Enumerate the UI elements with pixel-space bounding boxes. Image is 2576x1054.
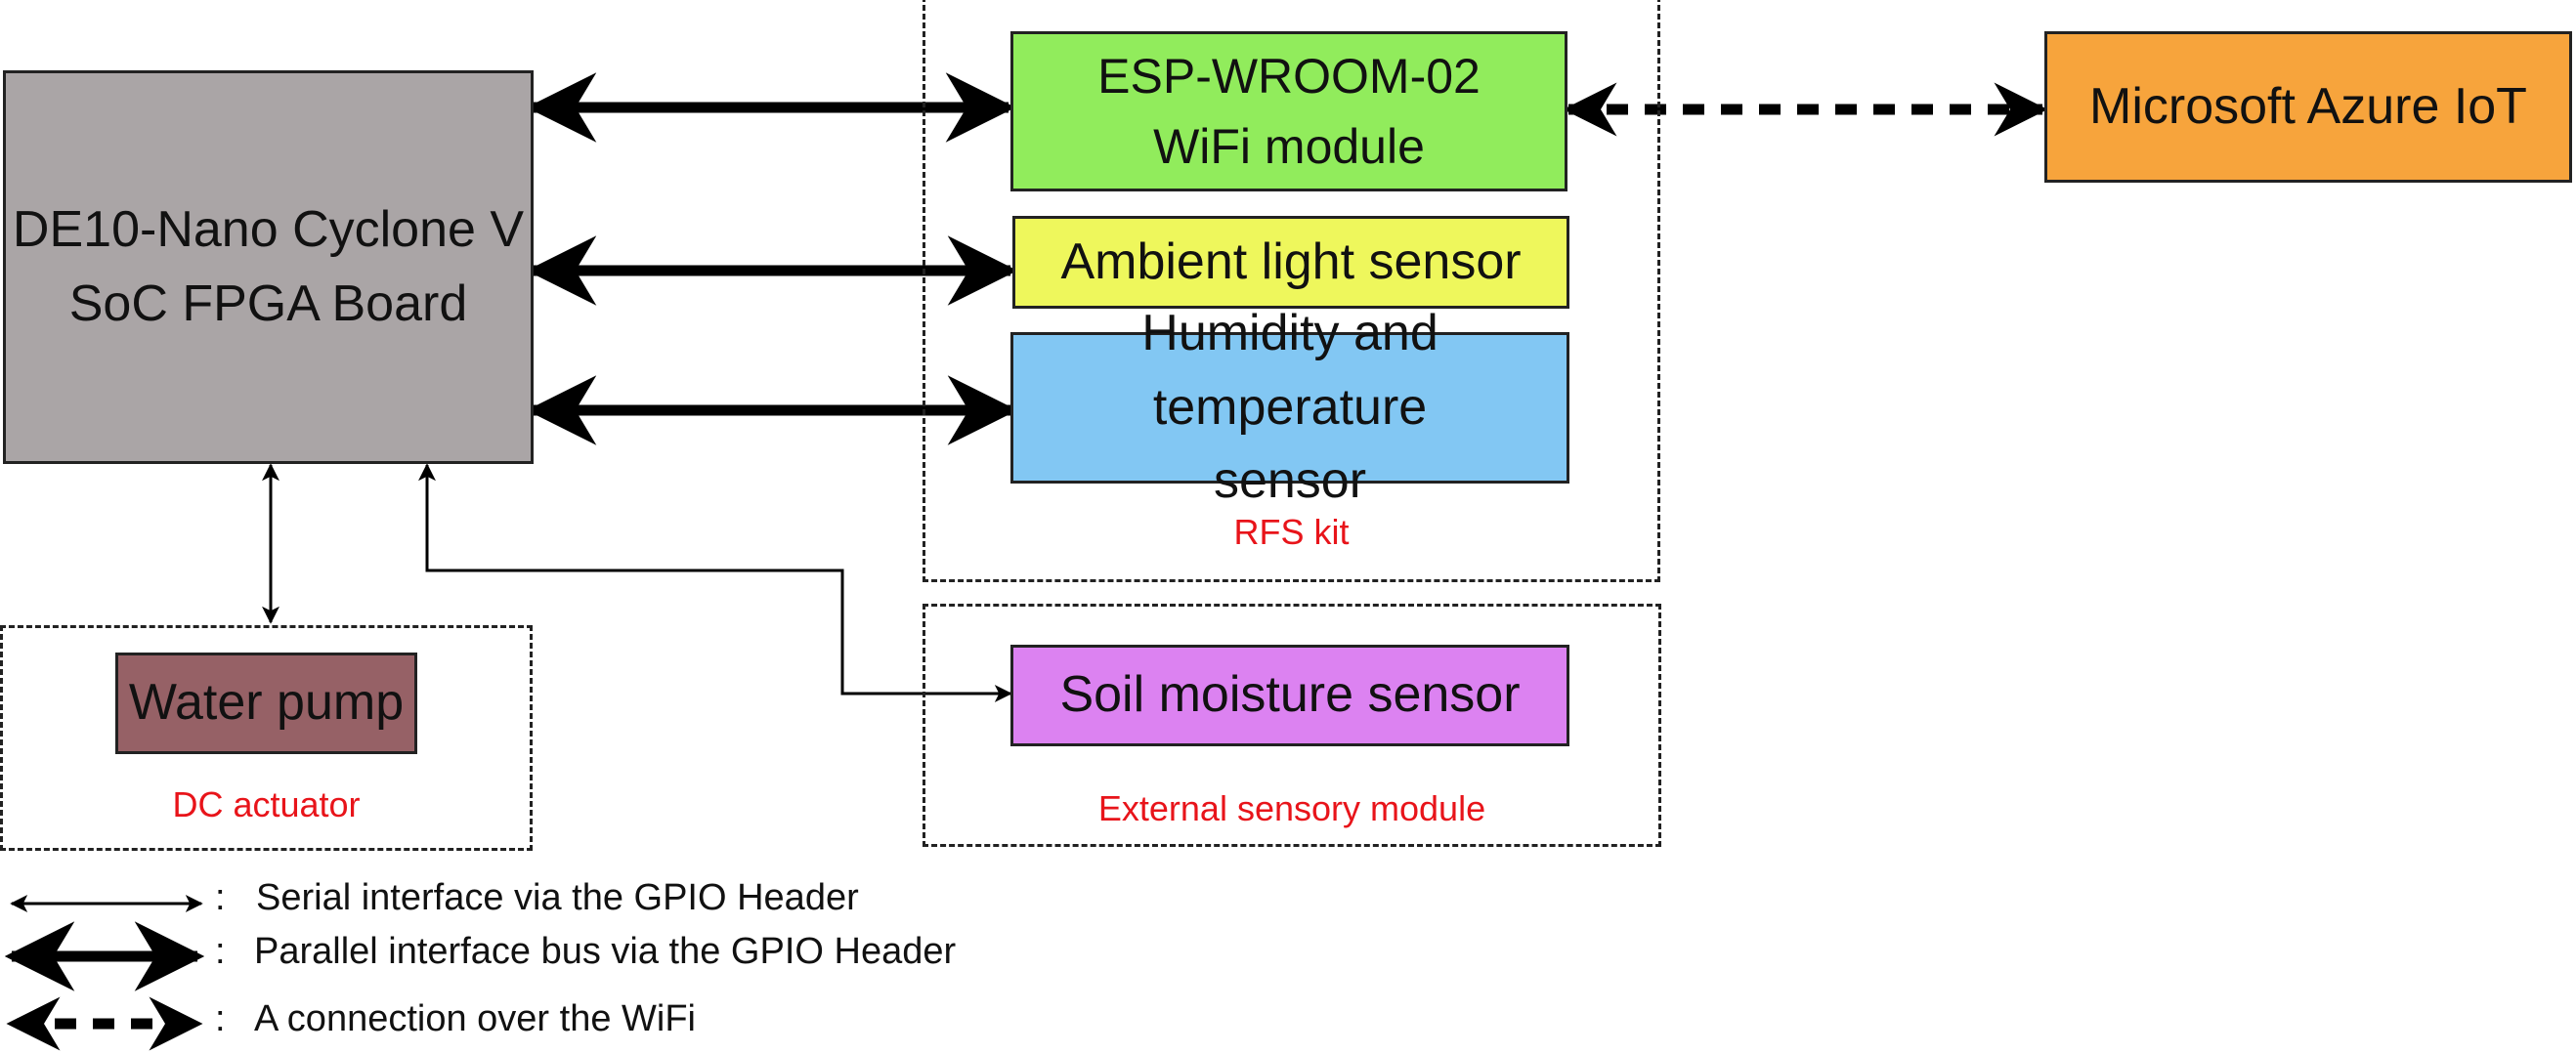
humidity-sensor-line1: Humidity and temperature bbox=[1141, 305, 1438, 436]
group-rfs-kit-label: RFS kit bbox=[1233, 512, 1350, 552]
soil-moisture-sensor-block: Soil moisture sensor bbox=[1010, 645, 1569, 746]
water-pump-block: Water pump bbox=[115, 653, 417, 754]
group-external-sensory-module: External sensory module bbox=[923, 604, 1661, 847]
legend-wifi-separator: : bbox=[215, 998, 226, 1039]
azure-iot-block: Microsoft Azure IoT bbox=[2044, 31, 2572, 183]
legend-serial-text: Serial interface via the GPIO Header bbox=[256, 877, 859, 918]
legend-parallel-text: Parallel interface bus via the GPIO Head… bbox=[254, 931, 957, 972]
fpga-board-line2: SoC FPGA Board bbox=[68, 274, 468, 332]
group-dc-actuator-label: DC actuator bbox=[172, 784, 361, 824]
soil-moisture-sensor-label: Soil moisture sensor bbox=[1059, 666, 1521, 724]
ambient-light-sensor-label: Ambient light sensor bbox=[1060, 232, 1522, 290]
water-pump-label: Water pump bbox=[128, 674, 405, 732]
legend-parallel-separator: : bbox=[215, 931, 226, 972]
wifi-module-block: ESP-WROOM-02 WiFi module bbox=[1010, 31, 1567, 191]
group-external-sensory-module-label: External sensory module bbox=[1097, 788, 1486, 828]
group-dc-actuator: DC actuator bbox=[0, 625, 533, 851]
group-rfs-kit: RFS kit bbox=[923, 0, 1660, 582]
humidity-temperature-sensor-block: Humidity and temperature sensor bbox=[1010, 305, 1569, 509]
legend-serial-separator: : bbox=[215, 877, 226, 918]
azure-iot-label: Microsoft Azure IoT bbox=[2089, 77, 2527, 135]
fpga-board-line1: DE10-Nano Cyclone V bbox=[12, 201, 525, 259]
serial-link-fpga-soil bbox=[418, 463, 1012, 702]
wifi-module-line2: WiFi module bbox=[1153, 119, 1425, 174]
fpga-board-block: DE10-Nano Cyclone V SoC FPGA Board bbox=[3, 70, 534, 464]
legend-wifi-text: A connection over the WiFi bbox=[254, 998, 696, 1039]
wifi-module-line1: ESP-WROOM-02 bbox=[1097, 48, 1481, 104]
humidity-sensor-line2: sensor bbox=[1213, 452, 1367, 510]
ambient-light-sensor-block: Ambient light sensor bbox=[1012, 216, 1569, 309]
